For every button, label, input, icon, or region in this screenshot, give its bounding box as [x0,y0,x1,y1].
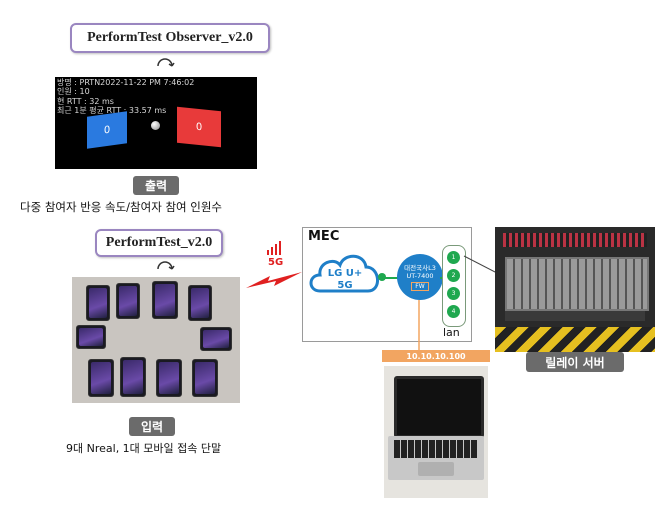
device-line1: 대전국사L3 [404,264,436,272]
lan-port-3: 3 [447,287,460,300]
laptop-keys [394,440,478,458]
screen-line-avg-rtt: 최근 1분 평균 RTT : 33.57 ms [57,106,167,115]
lan-port-4: 4 [447,305,460,318]
screen-line-room: 방명 : PRTN2022-11-22 PM 7:46:02 [57,78,195,87]
output-caption: 다중 참여자 반응 속도/참여자 참여 인원수 [20,200,223,214]
lan-label: lan [443,326,460,339]
lan-port-2: 2 [447,269,460,282]
cloud-line2: 5G [337,280,353,291]
observer-title: PerformTest Observer_v2.0 [70,23,270,53]
signal-icon [267,241,281,255]
laptop-trackpad [418,462,454,476]
lan-port-1: 1 [447,251,460,264]
screen-line-count: 인원 : 10 [57,87,90,96]
refresh-arrow-icon [157,261,175,270]
refresh-arrow-icon [157,58,175,67]
devices-photo [72,277,240,403]
hazard-stripes [495,327,655,352]
mec-title: MEC [308,229,340,244]
device-fw: FW [411,282,429,291]
ball-icon [151,121,160,130]
input-badge: 입력 [129,417,175,436]
laptop-ip: 10.10.10.100 [382,350,490,362]
lan-ports: 1 2 3 4 [442,245,466,327]
relay-server-photo [495,227,655,352]
performtest-title: PerformTest_v2.0 [95,229,223,257]
link-node [378,273,386,281]
cloud-line1: LG U+ [327,268,363,279]
device-line2: UT-7400 [406,272,434,280]
observer-screen: 방명 : PRTN2022-11-22 PM 7:46:02 인원 : 10 현… [55,77,257,169]
input-caption: 9대 Nreal, 1대 모바일 접속 단말 [66,442,222,455]
cloud-label: LG U+ 5G [318,268,372,292]
server-top-rack [503,233,647,247]
relay-badge: 릴레이 서버 [526,352,624,372]
link-label: 5G [268,257,284,268]
server-base [505,311,645,321]
laptop-keyboard-deck [388,436,484,480]
screen-line-rtt: 현 RTT : 32 ms [57,97,114,106]
laptop-screen [394,376,484,438]
cloud-link [383,277,399,279]
lightning-icon [246,272,302,288]
server-chassis [505,257,649,311]
l3-device: 대전국사L3 UT-7400 FW [397,254,443,300]
laptop-photo [384,366,488,498]
output-badge: 출력 [133,176,179,195]
cloud-icon [309,254,379,293]
